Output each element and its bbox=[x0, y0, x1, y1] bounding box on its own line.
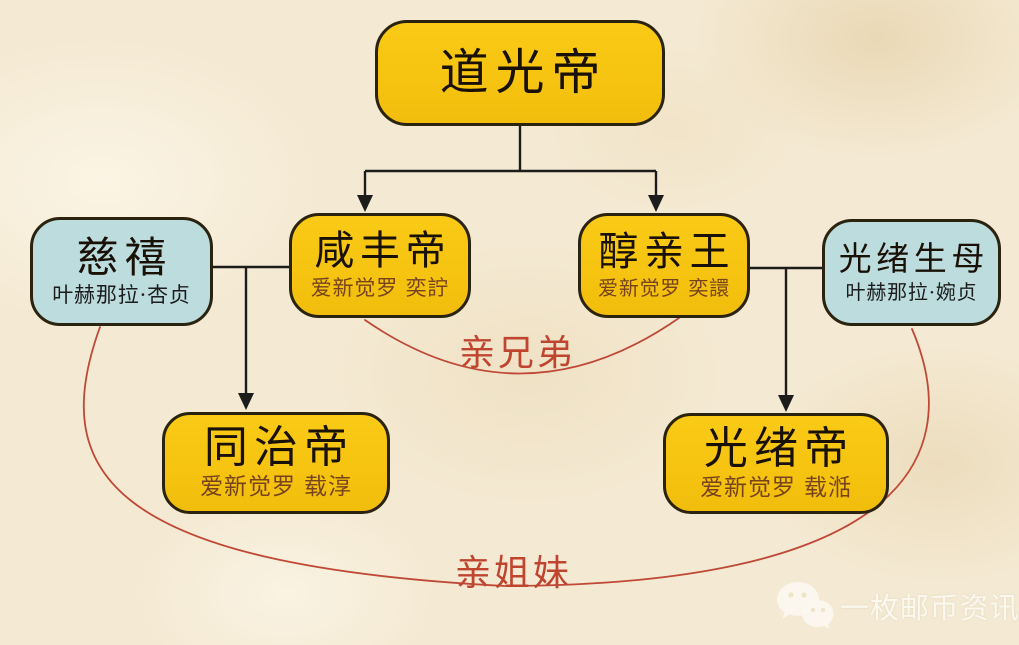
red-relation-curves bbox=[82, 317, 930, 587]
wechat-icon bbox=[777, 582, 834, 629]
wechat-eye-left bbox=[788, 592, 794, 598]
node-title: 光绪生母 bbox=[838, 239, 990, 279]
node-title: 同治帝 bbox=[203, 422, 355, 474]
arrowheads bbox=[238, 195, 794, 412]
node-subtitle: 爱新觉罗 奕詝 bbox=[310, 275, 450, 300]
brothers-relation-label: 亲兄弟 bbox=[459, 333, 576, 374]
node-xianfeng-emperor: 咸丰帝 爱新觉罗 奕詝 bbox=[289, 213, 471, 318]
arrowhead-to-xianfeng bbox=[357, 195, 373, 212]
watermark-text: 一枚邮币资讯 bbox=[840, 591, 1019, 625]
node-daoguang-emperor: 道光帝 bbox=[375, 20, 665, 126]
wechat-eye-right bbox=[801, 592, 807, 598]
sisters-curve bbox=[82, 326, 930, 587]
black-connectors bbox=[213, 126, 822, 397]
sisters-relation-label: 亲姐妹 bbox=[455, 553, 572, 594]
node-title: 咸丰帝 bbox=[314, 228, 452, 275]
node-title: 道光帝 bbox=[439, 43, 608, 101]
node-subtitle: 爱新觉罗 载湉 bbox=[700, 474, 852, 501]
node-title: 光绪帝 bbox=[703, 422, 855, 474]
wechat-small-eye-right bbox=[820, 607, 826, 613]
arrowhead-to-chun bbox=[648, 195, 664, 212]
brothers-curve bbox=[364, 317, 680, 375]
arrowhead-to-tongzhi bbox=[238, 393, 254, 410]
node-subtitle: 叶赫那拉·杏贞 bbox=[52, 282, 191, 307]
node-guangxu-birth-mother: 光绪生母 叶赫那拉·婉贞 bbox=[822, 219, 1001, 326]
node-empress-cixi: 慈禧 叶赫那拉·杏贞 bbox=[30, 217, 213, 326]
node-title: 慈禧 bbox=[76, 233, 173, 283]
node-title: 醇亲王 bbox=[598, 228, 736, 275]
node-tongzhi-emperor: 同治帝 爱新觉罗 载淳 bbox=[162, 412, 390, 514]
node-subtitle: 爱新觉罗 载淳 bbox=[200, 474, 352, 501]
arrowhead-to-guangxu bbox=[778, 395, 794, 412]
node-prince-chun: 醇亲王 爱新觉罗 奕譞 bbox=[578, 213, 750, 318]
node-subtitle: 爱新觉罗 奕譞 bbox=[598, 276, 730, 301]
wechat-small-eye-left bbox=[810, 607, 816, 613]
node-guangxu-emperor: 光绪帝 爱新觉罗 载湉 bbox=[663, 413, 889, 514]
watermark: 一枚邮币资讯 bbox=[776, 580, 1019, 632]
node-subtitle: 叶赫那拉·婉贞 bbox=[845, 279, 978, 304]
